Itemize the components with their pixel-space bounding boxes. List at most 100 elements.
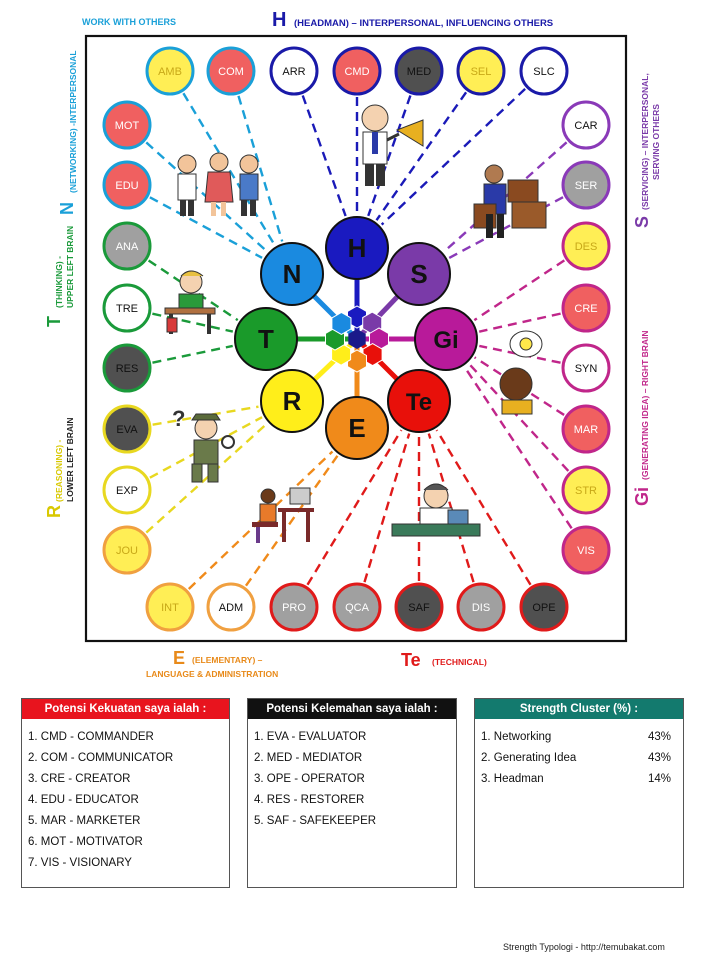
center-hex-n xyxy=(331,311,352,335)
strength-code: SER xyxy=(575,180,598,192)
list-item: 7. VIS - VISIONARY xyxy=(28,857,132,869)
list-item: 1. CMD - COMMANDER xyxy=(28,731,154,743)
cluster-n: N xyxy=(260,242,324,306)
svg-text:E: E xyxy=(173,648,185,668)
strength-code: ARR xyxy=(282,66,305,78)
strength-pro: PRO xyxy=(269,582,319,632)
strength-code: MOT xyxy=(115,120,140,132)
svg-text:LANGUAGE & ADMINISTRATION: LANGUAGE & ADMINISTRATION xyxy=(146,669,278,679)
cluster-label: T xyxy=(258,324,274,354)
cluster-r: R xyxy=(260,369,324,433)
strength-cre: CRE xyxy=(561,283,611,333)
heading-r: R (REASONING) - LOWER LEFT BRAIN xyxy=(44,417,75,518)
strength-code: ADM xyxy=(219,602,243,614)
list-item: 4. EDU - EDUCATOR xyxy=(28,794,139,806)
svg-text:SERVING OTHERS: SERVING OTHERS xyxy=(651,104,661,180)
svg-text:(SERVICING) – INTERPERSONAL,: (SERVICING) – INTERPERSONAL, xyxy=(640,73,650,210)
strength-dis: DIS xyxy=(456,582,506,632)
strength-code: AMB xyxy=(158,66,182,78)
heading-t: T (THINKING) - UPPER LEFT BRAIN xyxy=(44,226,75,327)
strength-code: EVA xyxy=(116,424,138,436)
strength-med: MED xyxy=(394,46,444,96)
detective-icon: ? xyxy=(172,406,235,483)
strengths-panel-title: Potensi Kekuatan saya ialah : xyxy=(22,699,229,719)
strength-code: INT xyxy=(161,602,179,614)
strength-code: COM xyxy=(218,66,244,78)
strength-code: TRE xyxy=(116,303,138,315)
footer-credit: Strength Typologi - http://temubakat.com xyxy=(503,942,665,952)
svg-text:Gi: Gi xyxy=(632,487,652,506)
strength-cmd: CMD xyxy=(332,46,382,96)
connector-line-pro xyxy=(306,429,403,586)
connector-line-vis xyxy=(463,366,573,529)
list-item: 3. CRE - CREATOR xyxy=(28,773,131,785)
strength-jou: JOU xyxy=(102,525,152,575)
list-item: 2. MED - MEDIATOR xyxy=(254,752,363,764)
connector-line-slc xyxy=(380,88,526,226)
strength-str: STR xyxy=(561,465,611,515)
strength-tre: TRE xyxy=(102,283,152,333)
strength-syn: SYN xyxy=(561,343,611,393)
strength-code: PRO xyxy=(282,602,306,614)
strength-saf: SAF xyxy=(394,582,444,632)
cluster-t: T xyxy=(234,307,298,371)
cluster-label: H xyxy=(348,233,367,263)
list-item: 5. MAR - MARKETER xyxy=(28,815,141,827)
center-hex-te xyxy=(362,343,383,367)
strength-ana: ANA xyxy=(102,221,152,271)
strength-code: SAF xyxy=(408,602,430,614)
cluster-h: H xyxy=(325,216,389,280)
svg-text:S: S xyxy=(632,216,652,228)
strength-code: SYN xyxy=(575,363,598,375)
svg-text:N: N xyxy=(57,202,77,215)
svg-text:(HEADMAN) – INTERPERSONAL, INF: (HEADMAN) – INTERPERSONAL, INFLUENCING O… xyxy=(294,18,553,29)
connector-line-int xyxy=(187,450,334,590)
cluster-s: S xyxy=(387,242,451,306)
weaknesses-panel: Potensi Kelemahan saya ialah : 1. EVA - … xyxy=(247,698,457,888)
strength-adm: ADM xyxy=(206,582,256,632)
strength-com: COM xyxy=(206,46,256,96)
strength-code: EXP xyxy=(116,485,138,497)
strength-vis: VIS xyxy=(561,525,611,575)
heading-s: S (SERVICING) – INTERPERSONAL, SERVING O… xyxy=(632,73,661,228)
connector-line-sel xyxy=(375,91,468,221)
svg-text:(NETWORKING) -INTERPERSONAL: (NETWORKING) -INTERPERSONAL xyxy=(68,50,78,193)
heading-h: H (HEADMAN) – INTERPERSONAL, INFLUENCING… xyxy=(272,9,553,31)
connector-line-arr xyxy=(301,95,347,217)
cluster-label: N xyxy=(283,259,302,289)
heading-e: E (ELEMENTARY) – LANGUAGE & ADMINISTRATI… xyxy=(146,648,278,679)
strength-code: QCA xyxy=(345,602,370,614)
strength-code: DIS xyxy=(472,602,490,614)
strength-code: CMD xyxy=(344,66,369,78)
strength-eva: EVA xyxy=(102,404,152,454)
group-people-icon xyxy=(177,152,259,216)
center-hex-h xyxy=(347,305,367,329)
list-item: 3. OPE - OPERATOR xyxy=(254,773,365,785)
cluster-e: E xyxy=(325,396,389,460)
svg-text:(ELEMENTARY) –: (ELEMENTARY) – xyxy=(192,655,263,665)
svg-text:(REASONING) -: (REASONING) - xyxy=(54,440,64,503)
strength-exp: EXP xyxy=(102,465,152,515)
connector-line-com xyxy=(237,95,284,242)
connector-line-res xyxy=(152,344,233,364)
heading-te: Te (TECHNICAL) xyxy=(401,650,487,670)
connector-line-cre xyxy=(478,312,561,333)
list-item: 6. MOT - MOTIVATOR xyxy=(28,836,143,848)
svg-text:(TECHNICAL): (TECHNICAL) xyxy=(432,657,487,667)
strength-code: STR xyxy=(575,485,597,497)
strength-ser: SER xyxy=(561,160,611,210)
strength-amb: AMB xyxy=(145,46,195,96)
list-item: 1. EVA - EVALUATOR xyxy=(254,731,367,743)
connector-line-edu xyxy=(149,196,263,259)
svg-text:Te: Te xyxy=(401,650,421,670)
strength-qca: QCA xyxy=(332,582,382,632)
svg-text:(GENERATING IDEA) – RIGHT BRAI: (GENERATING IDEA) – RIGHT BRAIN xyxy=(640,330,650,480)
center-hex-core xyxy=(348,329,366,349)
connector-line-med xyxy=(367,95,412,217)
connector-line-adm xyxy=(244,455,339,587)
strength-cluster-panel-title: Strength Cluster (%) : xyxy=(475,699,683,719)
strength-int: INT xyxy=(145,582,195,632)
strength-code: EDU xyxy=(115,180,138,192)
